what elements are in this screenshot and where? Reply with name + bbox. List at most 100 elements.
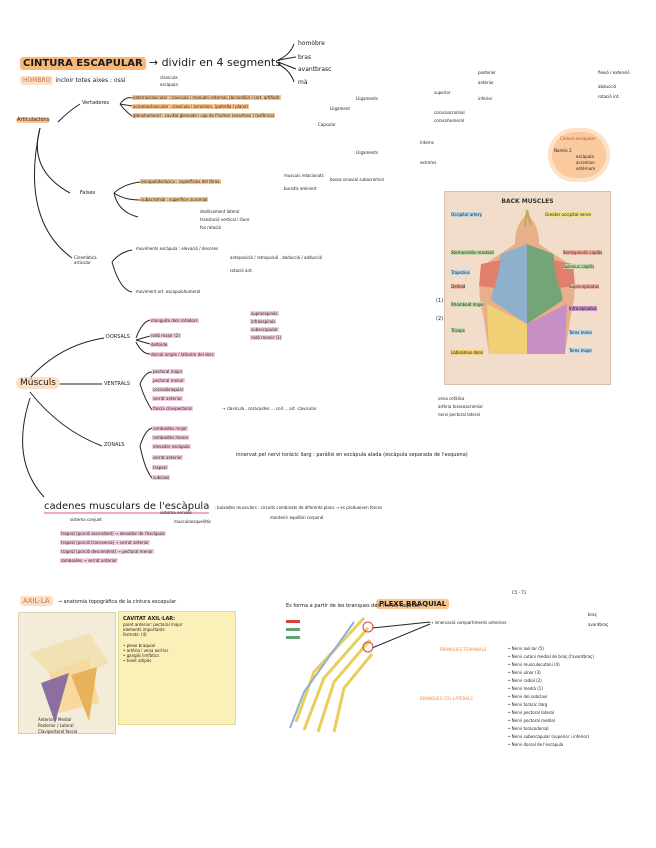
falsa-2-text: subacromial : superfície acromial	[140, 197, 209, 202]
cloud-line-5: estèrnum	[576, 166, 596, 171]
hombro-item-2: escàpula	[160, 82, 178, 87]
ventral-2: pectoral menor	[152, 378, 185, 383]
ventrals-label: VENTRALS	[104, 381, 131, 387]
muscles-label: Músculs	[16, 377, 60, 389]
segment-4: mà	[298, 79, 308, 86]
muscle-label-r7: Teres major	[569, 348, 593, 353]
articulacions-label: Articulacions	[16, 117, 51, 123]
vertadera-2: acromioclavicular : clavícula i acromion…	[132, 104, 249, 109]
vert-note-2: Lligament	[330, 106, 350, 111]
sistema-note: mantenir equilibri corporal	[270, 515, 324, 520]
branques-colaterals: BRANQUES COL·LATERALS	[420, 696, 473, 701]
cinematica-label: Cinemàtica articular	[74, 255, 97, 265]
axil-figure	[18, 612, 116, 734]
nerve-8: Nervi toràcic llarg	[508, 702, 594, 707]
nerve-2: Nervi cutani medial de braç (l'avantbraç…	[508, 654, 594, 659]
vertadera-1: esternoclavicular : clavícula i manubri …	[132, 95, 281, 100]
zonal-1: romboides major	[152, 426, 188, 431]
hombro-item-1: clavícula	[160, 75, 178, 80]
right-note-6: coracohumeral	[434, 118, 465, 123]
plexe-inerv-1: braç	[588, 612, 597, 617]
axil-legend-3: Clavipectoral fascia	[38, 729, 78, 734]
branques-terminals: BRANQUES TERMINALS	[440, 647, 487, 652]
muscle-label-r4: Supra-spinatus	[569, 284, 600, 289]
nerve-list: Nervi axil·lar (5) Nervi cutani medial d…	[508, 646, 594, 747]
nerve-9: Nervi pectoral lateral	[508, 710, 594, 715]
muscle-label-l7: Latissimus dorsi	[451, 350, 484, 355]
nerve-12: Nervi subescapular (superior i inferior)	[508, 734, 594, 739]
vertadera-2-text: acromioclavicular : clavícula i acromion…	[132, 104, 249, 109]
right-note-1: posterior	[478, 70, 496, 75]
nerve-3: Nervi musculocutani (4)	[508, 662, 594, 667]
ventral-right-3: nervi pectoral lateral	[438, 412, 480, 417]
nerve-4: Nervi ulnar (3)	[508, 670, 594, 675]
zonals-label: ZONALS	[104, 442, 125, 448]
muscle-label-l6: Triceps	[451, 328, 465, 333]
segment-2: bras	[298, 54, 312, 61]
falsa-1-text: escapulotoràcica : superficies del tòrax	[140, 179, 221, 184]
hombro-desc: incloir totes aixes : ossi	[55, 77, 126, 84]
muscle-label-l5: Rhomboid major	[451, 302, 485, 307]
hombro-label: HOMBRO incloir totes aixes : ossi	[20, 76, 126, 85]
rotator-2: infraespinós	[250, 319, 277, 324]
cadenes-title: cadenes musculars de l'escàpula : baixad…	[44, 494, 383, 514]
falsa-sub-2: translació vertical i lliure	[200, 217, 250, 222]
cinematica-1: moviments escàpula : elevació / descens	[136, 246, 219, 251]
title-cintura: CINTURA ESCAPULAR	[20, 57, 146, 70]
plexe-inerv: → innervació compartiments anteriors	[430, 620, 507, 625]
axil-list-2: artèria i vena axil·lar	[123, 648, 231, 653]
muscle-label-l3: Trapezius	[451, 270, 470, 275]
cinematica-2: anteposició / retropulsió , abducció / a…	[230, 255, 323, 260]
cadenes-desc: : baixades musculars : circuits combinat…	[214, 505, 383, 510]
nerve-11: Nervi toracodorsal	[508, 726, 594, 731]
axil-list-1: plexe braquial	[123, 643, 231, 648]
ventral-note: → clavícula , coracoides ... coll ... ar…	[222, 406, 317, 411]
nerve-13: Nervi dorsal de l'escàpula	[508, 742, 594, 747]
vert-note-1: Lligaments	[356, 96, 378, 101]
ventral-right-1: vena cefàlica	[438, 396, 465, 401]
axil-list-4: teixit adipós	[123, 658, 231, 663]
cinematica-3: rotació ant.	[230, 268, 253, 273]
right-head-1: flexió / extensió	[598, 70, 630, 75]
dorsal-3: deltoide	[150, 342, 169, 347]
dorsal-4: dorsal ample / latíssim del dors	[150, 352, 215, 357]
cloud-line-4: acromion	[576, 160, 595, 165]
falsa-sub-3: fos rotació	[200, 225, 221, 230]
muscle-marker-1: (1)	[436, 298, 444, 304]
muscle-label-l4: Deltoid	[451, 284, 466, 289]
right-note-7: interns	[420, 140, 434, 145]
axil-label: AXIL·LA	[20, 596, 53, 606]
plexe-label: PLEXE BRAQUIAL	[376, 599, 450, 609]
right-note-4: superior	[434, 90, 451, 95]
back-muscles-figure	[479, 209, 575, 354]
right-note-3: inferior	[478, 96, 493, 101]
zonal-3: elevador escàpula	[152, 444, 191, 449]
dorsals-label: DORSALS	[106, 334, 130, 340]
sistema-label: sistema conjunt	[70, 517, 102, 522]
muscle-marker-2: (2)	[436, 316, 444, 322]
cloud-line-2: Nomès 2	[554, 148, 572, 153]
hombro-tag: HOMBRO	[20, 76, 54, 85]
right-note-8: extrems	[420, 160, 437, 165]
sistema-1: sistema nerviós	[160, 510, 192, 515]
axil-header: AXIL·LA → anatomia topogràfica de la cin…	[20, 588, 176, 607]
axil-note-item-3: formats: (4)	[123, 632, 147, 637]
axil-diagram	[29, 633, 109, 723]
zonal-note-text: innervat pel nervi toràcic llarg : paràl…	[236, 452, 468, 458]
cinematica-4: moviment art. escapulohumeral	[136, 289, 201, 294]
axil-legend-1: Anterior / Medial	[38, 717, 72, 722]
axil-note-item-1: paret anterior: pectoral major	[123, 622, 183, 627]
falsa-sub-1: desllisament lateral	[200, 209, 240, 214]
zonal-4: serrat anterior	[152, 455, 183, 460]
nerve-6: Nervi medià (1)	[508, 686, 594, 691]
right-note-5: coracoacromial	[434, 110, 465, 115]
segment-1: homòbre	[298, 40, 325, 47]
muscle-label-r1: Greater occipital nerve	[545, 212, 591, 217]
pair-3: trapezi (porció descendent) → pectoral m…	[60, 549, 154, 554]
vertadera-1-text: esternoclavicular : clavícula i manubri …	[132, 95, 281, 100]
sistema-2: musculoesquelètic	[174, 519, 212, 524]
rotator-4: rodó menor (1)	[250, 335, 283, 340]
nerve-1: Nervi axil·lar (5)	[508, 646, 594, 651]
muscle-label-l1: Occipital artery	[451, 212, 482, 217]
cloud-line-1: Cintura escapular	[560, 136, 596, 141]
